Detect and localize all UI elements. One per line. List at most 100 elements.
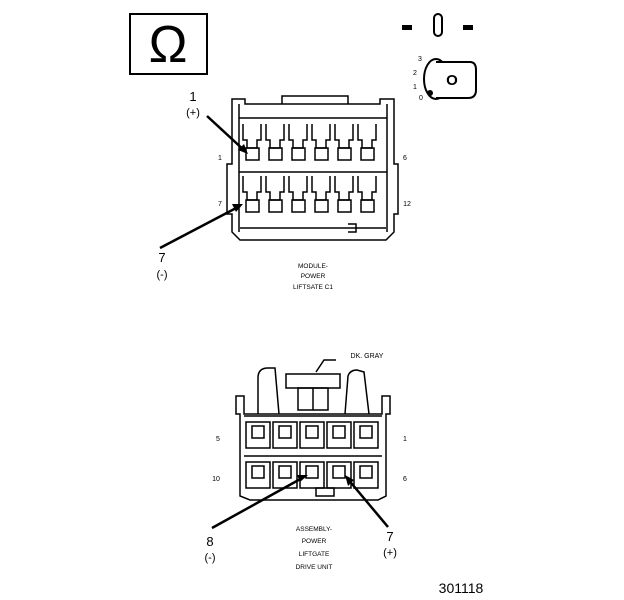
c1-terminal (245, 199, 260, 213)
drive-cavity (299, 421, 325, 449)
drive-pin-label-5: 5 (216, 436, 220, 443)
c1-terminal (314, 147, 329, 161)
ignition-pointer (427, 90, 433, 96)
drive-pin-label-6: 6 (403, 476, 407, 483)
drive-tower-right (344, 369, 370, 415)
drive-housing (235, 395, 391, 501)
drive-callout-pin7-number: 7 (386, 529, 393, 544)
drive-title-line-1: ASSEMBLY- (296, 526, 332, 533)
drive-cavity-outline (326, 461, 352, 489)
drive-wire-color-label: DK. GRAY (351, 353, 384, 360)
drive-terminal (251, 465, 265, 479)
drive-terminal (278, 465, 292, 479)
c1-terminal (337, 199, 352, 213)
drive-pin-label-1: 1 (403, 436, 407, 443)
c1-cavity-latch (288, 176, 308, 201)
ignition-tick-left (402, 25, 412, 30)
c1-cavity (242, 124, 262, 161)
drive-key-notch (315, 487, 335, 497)
drive-callout-pin8-polarity: (-) (205, 552, 216, 564)
drive-cavity (245, 461, 271, 489)
c1-title-line-3: LIFTSATE C1 (293, 284, 333, 291)
c1-callout-pin7-arrow (159, 204, 241, 250)
drive-callout-pin8-arrowhead (297, 475, 308, 482)
drive-cavity-outline (326, 421, 352, 449)
drive-terminal (251, 425, 265, 439)
c1-cavity-latch (334, 124, 354, 149)
drive-callout-pin7-arrowhead (345, 475, 354, 486)
c1-title-line-2: POWER (301, 273, 326, 280)
c1-terminal (337, 147, 352, 161)
drive-cavity-outline (272, 421, 298, 449)
c1-cavity-latch (288, 124, 308, 149)
drive-cavity-outline (245, 421, 271, 449)
drive-cavity-outline (353, 461, 379, 489)
c1-cavity-latch (357, 124, 377, 149)
ignition-pos-1: 1 (413, 84, 417, 91)
drive-latch (285, 373, 341, 389)
drive-pin-label-10: 10 (212, 476, 220, 483)
c1-cavity (334, 176, 354, 213)
ignition-pos-3: 3 (418, 56, 422, 63)
drive-callout-pin7-arrow (346, 477, 389, 528)
c1-terminal (268, 147, 283, 161)
drive-title-line-2: POWER (302, 538, 327, 545)
c1-pin-label-1: 1 (218, 155, 222, 162)
drive-cavity (272, 421, 298, 449)
c1-terminal (291, 147, 306, 161)
connector-c1 (226, 95, 399, 241)
drive-callout-pin8-arrow (211, 475, 305, 530)
c1-terminal (291, 199, 306, 213)
drive-callout-pin8: 8 (-) (205, 475, 308, 564)
c1-cavity (357, 176, 377, 213)
c1-callout-pin7-arrowhead (232, 204, 243, 212)
c1-key-notch (348, 223, 357, 233)
drive-terminal (305, 425, 319, 439)
drive-cavity (353, 461, 379, 489)
drive-cavities (245, 421, 379, 489)
ignition-key (436, 61, 477, 99)
c1-cavity (311, 176, 331, 213)
c1-callout-pin7: 7 (-) (157, 204, 243, 281)
drive-terminal (305, 465, 319, 479)
c1-callout-pin1-arrow (206, 115, 247, 153)
c1-cavity (334, 124, 354, 161)
c1-callout-pin7-number: 7 (158, 250, 165, 265)
c1-cavity (265, 124, 285, 161)
c1-callout-pin1-number: 1 (189, 89, 196, 104)
c1-terminal (360, 199, 375, 213)
c1-terminal (314, 199, 329, 213)
c1-callout-pin1-arrowhead (238, 144, 248, 154)
c1-cavity-latch (242, 176, 262, 201)
drive-callout-pin7: 7 (+) (345, 475, 397, 559)
drive-terminal (359, 465, 373, 479)
drive-callout-pin8-number: 8 (206, 534, 213, 549)
drive-terminal (332, 425, 346, 439)
c1-cavity (357, 124, 377, 161)
c1-cavity (242, 176, 262, 213)
drive-title-line-3: LIFTGATE (299, 551, 330, 558)
ohmmeter-symbol: Ω (129, 13, 208, 75)
ignition-key-slot (433, 13, 443, 37)
c1-callout-pin1-polarity: (+) (186, 107, 200, 119)
figure-number: 301118 (439, 580, 484, 596)
drive-wire-leader (315, 359, 336, 373)
c1-pin-label-7: 7 (218, 201, 222, 208)
drive-cavity (353, 421, 379, 449)
drive-cavity (326, 461, 352, 489)
drive-callout-pin7-polarity: (+) (383, 547, 397, 559)
c1-cavity-latch (311, 176, 331, 201)
c1-cavity (288, 124, 308, 161)
c1-terminal (268, 199, 283, 213)
drive-cavity (326, 421, 352, 449)
c1-callout-pin7-polarity: (-) (157, 269, 168, 281)
ignition-tick-right (463, 25, 473, 30)
drive-cavity-outline (299, 421, 325, 449)
drive-cavity-outline (245, 461, 271, 489)
drive-terminal (332, 465, 346, 479)
ohm-icon: Ω (149, 16, 188, 74)
c1-pin-label-6: 6 (403, 155, 407, 162)
ignition-pos-2: 2 (413, 70, 417, 77)
c1-cavities (242, 124, 377, 213)
